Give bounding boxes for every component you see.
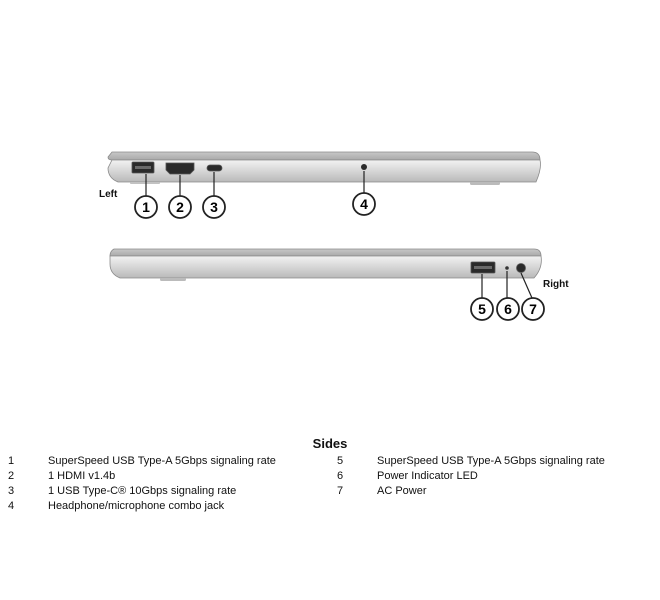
legend-item-description: 1 USB Type-C® 10Gbps signaling rate [48, 485, 237, 497]
legend-title: Sides [312, 436, 348, 451]
legend-item-number: 6 [337, 470, 344, 482]
legend-item-number: 7 [337, 485, 344, 497]
power-led [505, 266, 509, 270]
legend-item-description: SuperSpeed USB Type-A 5Gbps signaling ra… [377, 455, 605, 467]
legend-item-number: 1 [8, 455, 15, 467]
callout-1: 1 [142, 199, 150, 215]
legend-item-description: 1 HDMI v1.4b [48, 470, 116, 482]
usb-a-tongue-right [474, 266, 492, 269]
right-lid [109, 248, 542, 257]
legend-item-number: 4 [8, 500, 15, 512]
usb-c-port [206, 164, 223, 172]
legend-item-description: Headphone/microphone combo jack [48, 500, 225, 512]
legend-item-description: SuperSpeed USB Type-A 5Gbps signaling ra… [48, 455, 276, 467]
callout-7: 7 [529, 301, 537, 317]
leader-7 [520, 272, 533, 299]
legend-item-description: Power Indicator LED [377, 470, 478, 482]
legend-item-number: 3 [8, 485, 15, 497]
left-side-label: Left [99, 189, 118, 200]
callout-6-circle [496, 297, 520, 321]
right-side-view: 5 6 7 [109, 248, 545, 321]
callout-3-circle [202, 195, 226, 219]
callout-2: 2 [176, 199, 184, 215]
legend-item-number: 2 [8, 470, 15, 482]
right-side-label: Right [543, 279, 569, 290]
ac-power-port [516, 263, 526, 273]
callout-4-circle [352, 192, 376, 216]
left-side-view: 1 2 3 4 [107, 151, 541, 219]
right-foot [160, 278, 186, 281]
audio-jack [361, 164, 367, 170]
callout-3: 3 [210, 199, 218, 215]
callout-4: 4 [360, 196, 368, 212]
callout-6: 6 [504, 301, 512, 317]
callout-1-circle [134, 195, 158, 219]
callout-5: 5 [478, 301, 486, 317]
left-foot-front [130, 182, 160, 184]
callout-7-circle [521, 297, 545, 321]
right-chassis [109, 255, 542, 279]
hdmi-port [165, 162, 195, 175]
callout-2-circle [168, 195, 192, 219]
laptop-side-diagram: 1 2 3 4 5 6 7 [107, 151, 545, 321]
callout-5-circle [470, 297, 494, 321]
left-lid [107, 151, 541, 161]
legend-item-number: 5 [337, 455, 344, 467]
left-foot [470, 182, 500, 185]
usb-a-tongue [135, 166, 151, 169]
legend-item-description: AC Power [377, 485, 427, 497]
